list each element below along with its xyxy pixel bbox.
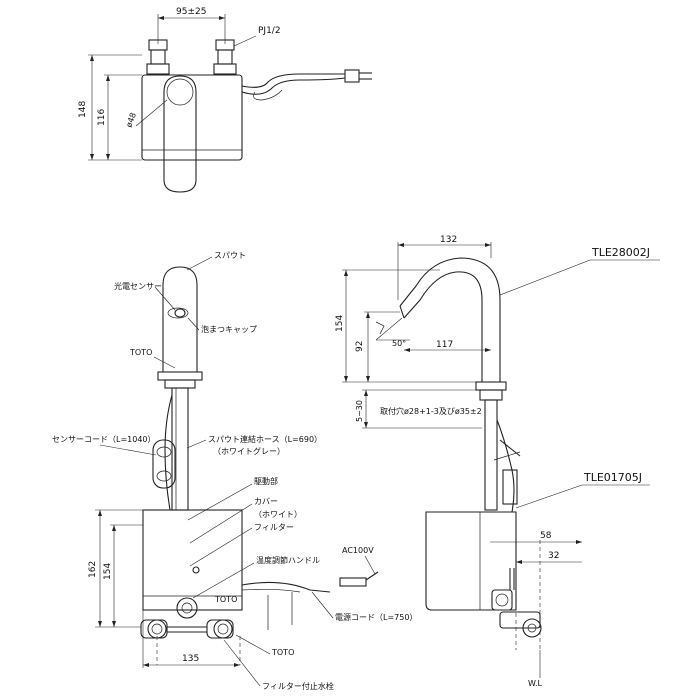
top-view: 95±25 PJ1/2 ø48 148 116 [78,7,372,193]
label-temp-small: TOTO [214,595,237,604]
front-view: スパウト 光電センサー 泡まつキャップ TOTO センサーコード（L=1040）… [52,251,417,691]
side-view: 132 TLE28002J 154 92 50° 117 5~30 [335,235,660,688]
dim-5-30: 5~30 [355,400,364,422]
dim-58: 58 [540,531,552,541]
dim-117: 117 [436,340,453,350]
label-hose: スパウト連結ホース（L=690） [208,434,322,444]
model-unit: TLE01705J [583,471,642,484]
dim-92: 92 [355,341,365,352]
label-cap: 泡まつキャップ [201,324,257,334]
label-cover: カバー [254,497,278,506]
label-ac: AC100V [342,546,374,555]
label-hose-color: （ホワイトグレー） [213,446,285,456]
dim-hole: 取付穴ø28+1-3及びø35±2 [380,406,482,416]
label-spout: スパウト [214,251,246,260]
label-valve: フィルター付止水栓 [262,681,334,691]
label-pj: PJ1/2 [258,26,281,36]
label-toto: TOTO [129,348,152,357]
dim-32: 32 [548,551,559,561]
dim-width: 95±25 [176,7,206,17]
label-drive: 駆動部 [254,476,278,486]
dim-116: 116 [97,109,107,126]
dim-148: 148 [78,101,88,118]
label-power-cord: 電源コード（L=750） [335,613,417,622]
label-toto-bottom: TOTO [271,648,294,657]
label-sensor: 光電センサー [114,281,162,291]
model-spout: TLE28002J [591,246,650,259]
dim-154-front: 154 [103,563,113,580]
label-wl: W.L [528,679,543,688]
dim-132: 132 [440,235,457,245]
dim-154-side: 154 [335,315,345,332]
label-filter: フィルター [254,523,294,532]
dim-162: 162 [88,561,98,578]
dim-135: 135 [182,654,199,664]
label-cover-color: （ホワイト） [254,510,302,519]
dim-50: 50° [392,339,406,348]
dim-diameter: ø48 [124,111,138,128]
label-temp-handle: 温度調節ハンドル [256,555,320,565]
label-sensor-cord: センサーコード（L=1040） [52,435,156,444]
